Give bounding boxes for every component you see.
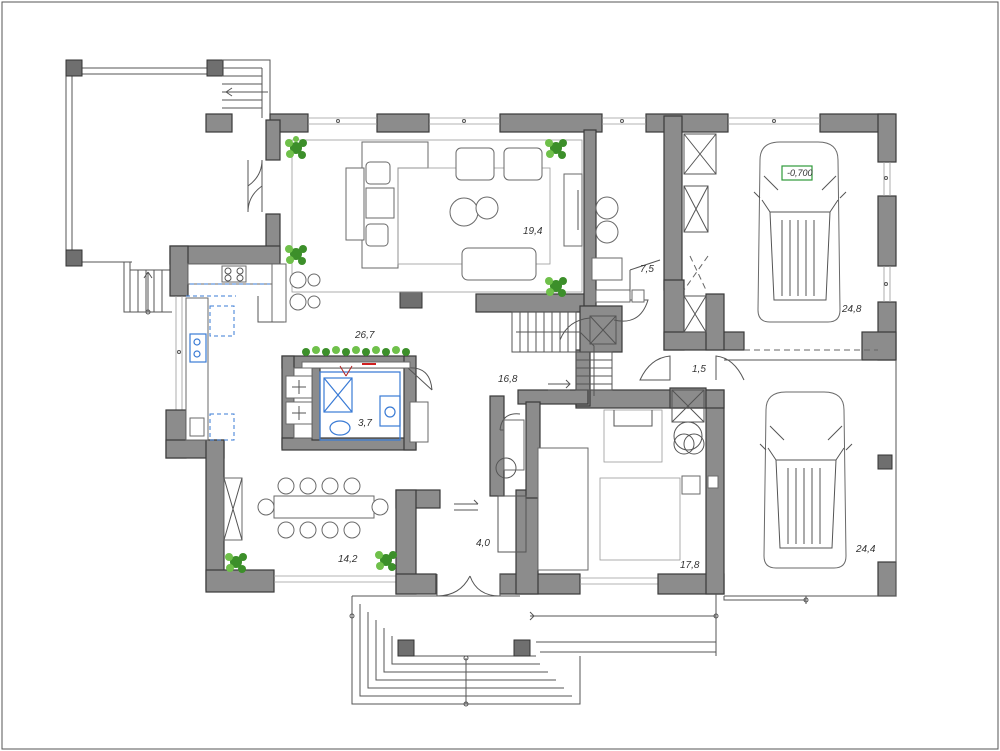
terrace-column bbox=[65, 249, 83, 267]
plant bbox=[285, 245, 307, 265]
level-marker bbox=[781, 165, 813, 181]
car-top: -0,700 bbox=[753, 141, 847, 323]
terrace-column bbox=[65, 59, 83, 77]
interior-walls bbox=[281, 129, 623, 499]
area-label-hall: 16,8 bbox=[498, 374, 518, 385]
planter-row bbox=[302, 346, 410, 356]
plant bbox=[545, 277, 567, 297]
plant bbox=[285, 136, 307, 159]
area-label-bathroom: 3,7 bbox=[358, 418, 372, 429]
utility-room: 17,8 bbox=[537, 409, 719, 571]
column bbox=[399, 291, 423, 309]
area-label-entry: 4,0 bbox=[476, 538, 490, 549]
dining: 14,2 bbox=[223, 477, 389, 565]
area-label-storage: 7,5 bbox=[640, 264, 654, 275]
plant bbox=[545, 139, 567, 159]
plants bbox=[225, 136, 567, 573]
island-and-bathroom: 3,7 bbox=[285, 361, 429, 443]
garage-cabinets bbox=[683, 133, 717, 333]
garage-bottom: 24,4 bbox=[724, 359, 897, 597]
terrace-column bbox=[206, 59, 224, 77]
doors bbox=[247, 159, 745, 597]
kitchen: 26,7 bbox=[185, 263, 375, 441]
staircase bbox=[511, 311, 617, 396]
area-label-living: 19,4 bbox=[523, 226, 543, 237]
storage-room: 7,5 bbox=[591, 196, 661, 303]
plant bbox=[375, 551, 397, 571]
vestibule: 1,5 bbox=[671, 364, 706, 423]
window-marks bbox=[177, 119, 888, 354]
garage-top: -0,700 24,8 bbox=[744, 141, 878, 351]
area-label-vestibule: 1,5 bbox=[692, 364, 706, 375]
front-steps bbox=[349, 594, 809, 707]
plant bbox=[225, 553, 247, 573]
area-label-utility: 17,8 bbox=[680, 560, 700, 571]
area-label-garage-bottom: 24,4 bbox=[855, 544, 876, 555]
hall-and-entry: 16,8 4,0 bbox=[454, 374, 571, 553]
living-room-furniture: 19,4 bbox=[291, 139, 583, 293]
area-label-garage-top: 24,8 bbox=[841, 304, 862, 315]
car-bottom bbox=[759, 391, 853, 569]
garage-level-label: -0,700 bbox=[787, 168, 813, 178]
terrace bbox=[65, 59, 271, 315]
area-label-kitchen: 26,7 bbox=[354, 330, 375, 341]
area-label-dining: 14,2 bbox=[338, 554, 358, 565]
